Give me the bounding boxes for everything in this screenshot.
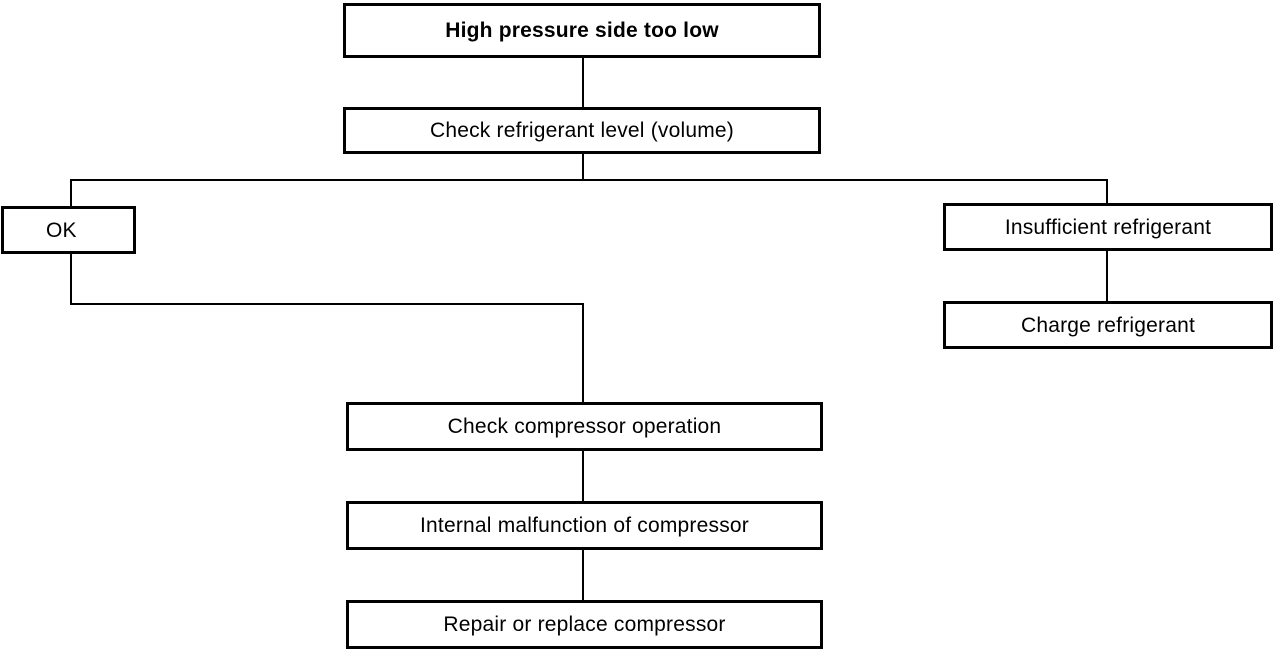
edge-branch-bus [70, 179, 1108, 181]
node-charge-refrigerant[interactable]: Charge refrigerant [943, 301, 1273, 349]
node-repair-or-replace-compressor-label: Repair or replace compressor [443, 613, 726, 636]
edge-insufficient-to-charge [1106, 250, 1108, 302]
node-check-compressor-operation-label: Check compressor operation [447, 415, 722, 438]
node-ok[interactable]: OK [1, 206, 136, 254]
node-repair-or-replace-compressor[interactable]: Repair or replace compressor [346, 600, 823, 649]
node-check-compressor-operation[interactable]: Check compressor operation [346, 402, 823, 451]
node-insufficient-refrigerant[interactable]: Insufficient refrigerant [943, 203, 1273, 251]
node-internal-malfunction-label: Internal malfunction of compressor [420, 514, 749, 537]
edge-ok-down [70, 253, 72, 304]
edge-check-level-to-bus [582, 153, 584, 180]
edge-bus-to-ok [70, 179, 72, 208]
node-insufficient-refrigerant-label: Insufficient refrigerant [1004, 215, 1212, 239]
node-charge-refrigerant-label: Charge refrigerant [1020, 313, 1196, 337]
node-start-label: High pressure side too low [445, 19, 719, 42]
edge-center-to-check-comp [582, 303, 584, 403]
node-check-refrigerant-level[interactable]: Check refrigerant level (volume) [343, 107, 821, 154]
edge-bus-to-insufficient [1106, 179, 1108, 205]
edge-check-comp-to-internal [582, 450, 584, 501]
node-start[interactable]: High pressure side too low [343, 3, 821, 58]
edge-ok-to-center [70, 303, 584, 305]
edge-start-to-check-level [582, 57, 584, 108]
node-ok-label: OK [46, 218, 77, 242]
node-internal-malfunction[interactable]: Internal malfunction of compressor [346, 501, 823, 550]
edge-internal-to-repair [582, 550, 584, 601]
node-check-refrigerant-level-label: Check refrigerant level (volume) [429, 119, 734, 142]
